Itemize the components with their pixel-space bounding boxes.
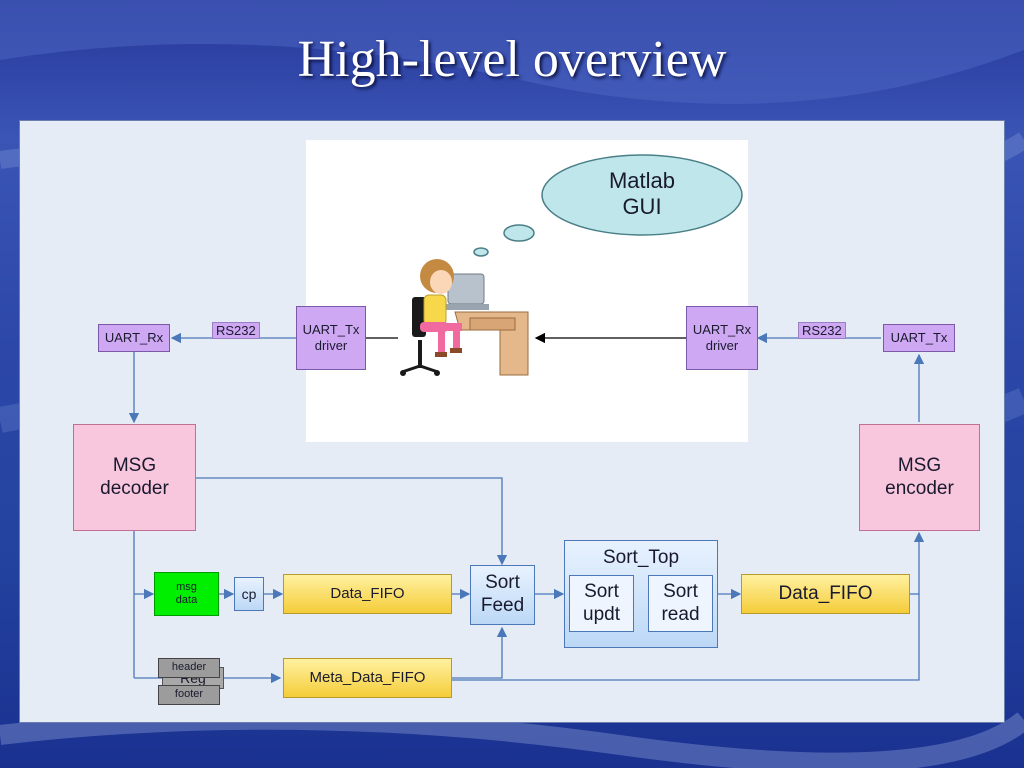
sort-feed-box: Sort Feed (470, 565, 535, 625)
meta-data-fifo-box: Meta_Data_FIFO (283, 658, 452, 698)
msg-encoder-box: MSG encoder (859, 424, 980, 531)
uart-rx-driver-box: UART_Rx driver (686, 306, 758, 370)
sort-top-label: Sort_Top (602, 547, 680, 568)
sort-updt-box: Sort updt (569, 575, 634, 632)
uart-rx-left-box: UART_Rx (98, 324, 170, 352)
data-fifo-left-box: Data_FIFO (283, 574, 452, 614)
data-fifo-right-box: Data_FIFO (741, 574, 910, 614)
page-title: High-level overview (297, 31, 727, 88)
msg-decoder-box: MSG decoder (73, 424, 196, 531)
footer-box: footer (158, 685, 220, 705)
header-box: header (158, 658, 220, 678)
rs232-left-label: RS232 (212, 322, 260, 339)
uart-tx-driver-box: UART_Tx driver (296, 306, 366, 370)
cp-box: cp (234, 577, 264, 611)
rs232-right-label: RS232 (798, 322, 846, 339)
uart-tx-right-box: UART_Tx (883, 324, 955, 352)
sort-read-box: Sort read (648, 575, 713, 632)
msg-data-box: msg data (154, 572, 219, 616)
thought-bubble-text: Matlab GUI (608, 168, 676, 220)
